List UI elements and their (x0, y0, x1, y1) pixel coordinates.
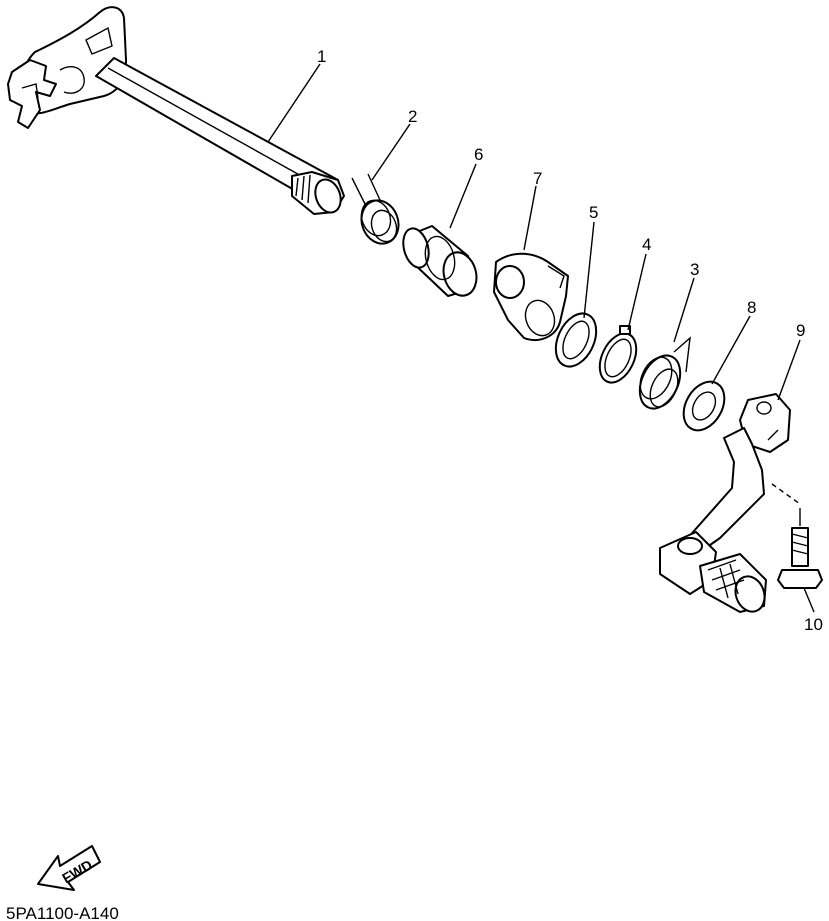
callout-numbers: 1 2 6 7 5 4 3 8 9 10 (317, 47, 823, 634)
leader-lines (267, 63, 815, 613)
shift-shaft (7, 6, 345, 215)
forward-direction-arrow: FWD (37, 845, 101, 891)
return-spring-large (638, 336, 691, 410)
washer-small (682, 380, 726, 432)
shift-pedal (659, 393, 791, 613)
callout-1: 1 (317, 47, 326, 66)
diagram-code: 5PA1100-A140 (6, 904, 119, 921)
callout-10: 10 (804, 615, 823, 634)
callout-2: 2 (408, 107, 417, 126)
callout-3: 3 (690, 260, 699, 279)
callout-6: 6 (474, 145, 483, 164)
circlip (598, 325, 638, 384)
callout-4: 4 (642, 235, 651, 254)
pedal-bolt (771, 483, 823, 589)
shift-arm-plate (493, 252, 569, 341)
washer-large (554, 312, 598, 368)
return-spring-small (351, 173, 400, 245)
callout-7: 7 (533, 169, 542, 188)
collar (402, 225, 478, 297)
callout-9: 9 (796, 321, 805, 340)
callout-5: 5 (589, 203, 598, 222)
callout-8: 8 (747, 298, 756, 317)
